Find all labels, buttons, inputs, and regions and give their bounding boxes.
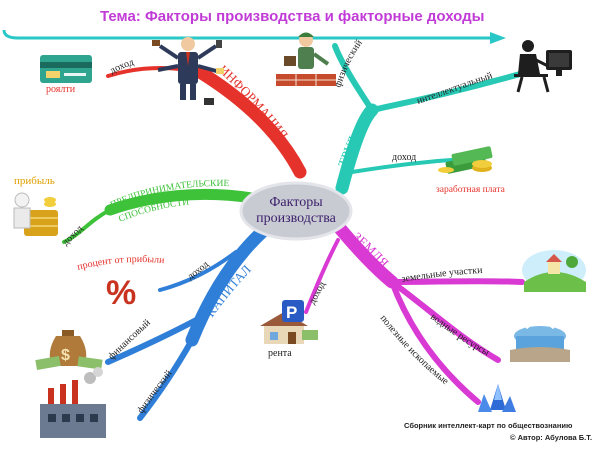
percent-icon: % — [106, 274, 136, 312]
center-title-line1: Факторы — [269, 195, 323, 210]
svg-text:процент от прибыли: процент от прибыли — [76, 254, 165, 273]
entrepreneurship-income-word: доход — [60, 223, 85, 248]
computer-user-icon — [514, 40, 572, 93]
svg-text:$: $ — [61, 347, 70, 364]
businessman-icon — [152, 37, 224, 105]
branch-entrepreneurship — [62, 188, 258, 244]
labor-income-word: доход — [392, 152, 416, 163]
branch-capital — [105, 225, 269, 421]
gold-coins-icon — [13, 192, 58, 236]
capital-physical-label: физический — [135, 368, 175, 416]
svg-text:%: % — [106, 274, 136, 312]
labor-intellectual-label: интеллектуальный — [415, 70, 494, 107]
branch-land — [304, 219, 525, 405]
labor-income-label: заработная плата — [436, 184, 506, 195]
information-income-label: роялти — [46, 84, 76, 95]
money-bag-icon: $ — [35, 330, 103, 371]
capital-income-label: процент от прибыли — [76, 254, 165, 273]
house-parking-icon: P — [260, 300, 318, 344]
factory-icon — [40, 367, 106, 438]
credit-line-1: Сборник интеллект-карт по обществознанию — [404, 421, 573, 430]
svg-text:доход: доход — [307, 280, 328, 307]
money-stack-icon — [438, 146, 493, 174]
entrepreneurship-income-label: прибыль — [14, 175, 55, 187]
page-title: Тема: Факторы производства и факторные д… — [100, 8, 484, 25]
center-title-line2: производства — [256, 211, 337, 226]
svg-text:физический: физический — [135, 368, 175, 416]
credit-card-icon — [40, 55, 92, 83]
waterfall-icon — [510, 320, 570, 362]
land-income-word: доход — [307, 280, 328, 307]
landscape-icon — [522, 250, 586, 292]
credit-line-2: © Автор: Абулова Б.Т. — [510, 433, 592, 442]
svg-text:интеллектуальный: интеллектуальный — [415, 70, 494, 107]
land-water-label: водные ресурсы — [428, 311, 491, 358]
svg-text:водные ресурсы: водные ресурсы — [428, 311, 491, 358]
title-arrow — [2, 29, 506, 44]
branch-labor — [332, 43, 523, 195]
center-node: Факторы производства — [239, 181, 353, 241]
svg-text:P: P — [286, 303, 297, 322]
worker-icon — [276, 32, 336, 86]
land-income-label: рента — [268, 348, 292, 359]
crystal-icon — [478, 384, 516, 412]
